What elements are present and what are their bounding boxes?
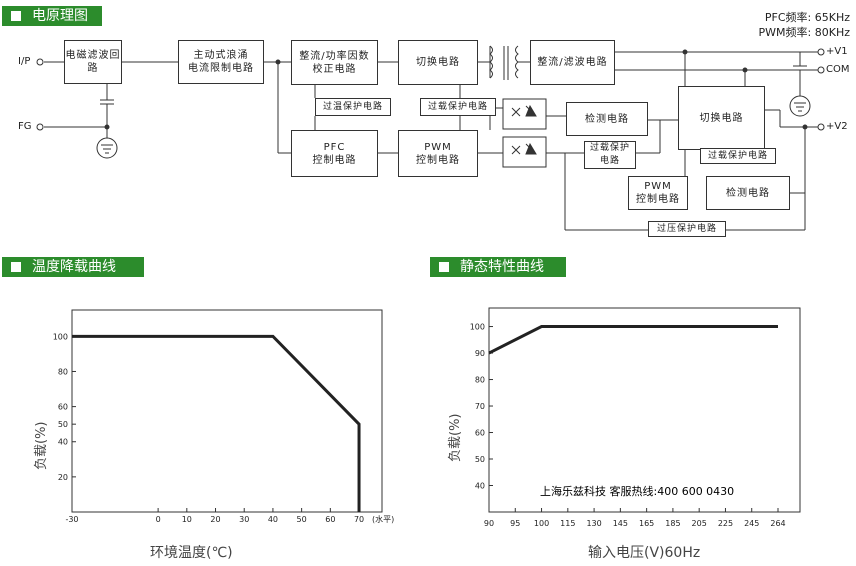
x-tick-label: 245 — [744, 519, 759, 528]
x-tick-label: 165 — [639, 519, 654, 528]
section-header-principle: 电原理图 — [2, 6, 102, 26]
y-tick-label: 100 — [470, 323, 485, 332]
section-header-static: 静态特性曲线 — [430, 257, 566, 277]
section-header-derating: 温度降载曲线 — [2, 257, 144, 277]
y-tick-label: 90 — [475, 349, 485, 358]
pwm-control-block-2: PWM 控制电路 — [628, 176, 688, 210]
plot-frame — [71, 309, 383, 513]
y-tick-label: 80 — [475, 376, 485, 385]
x-tick-label: 0 — [156, 515, 161, 524]
x-tick-label: 20 — [210, 515, 220, 524]
x-tick-label: 185 — [665, 519, 680, 528]
x-tick-label: 60 — [325, 515, 335, 524]
section-title: 静态特性曲线 — [460, 259, 544, 275]
x-tick-label: 70 — [354, 515, 364, 524]
rectifier-pfc-block: 整流/功率因数 校正电路 — [291, 40, 378, 85]
switching-block-2: 切换电路 — [678, 86, 765, 150]
x-tick-label: 30 — [239, 515, 249, 524]
terminal-v2: +V2 — [826, 121, 848, 132]
header-square-icon — [439, 262, 449, 272]
static-x-label: 输入电压(V)60Hz — [588, 545, 701, 561]
y-tick-label: 60 — [475, 429, 485, 438]
terminal-fg: FG — [18, 121, 32, 132]
derating-x-label: 环境温度(℃) — [150, 545, 233, 561]
header-square-icon — [11, 11, 21, 21]
x-tick-label: 100 — [534, 519, 549, 528]
section-title: 电原理图 — [32, 8, 88, 24]
pfc-control-block: PFC 控制电路 — [291, 130, 378, 177]
y-tick-label: 80 — [58, 367, 68, 376]
y-tick-label: 20 — [58, 473, 68, 482]
ovp-block: 过压保护电路 — [648, 221, 726, 237]
x-tick-label: 225 — [718, 519, 733, 528]
y-tick-label: 60 — [58, 403, 68, 412]
olp-block-3: 过载保护电路 — [700, 148, 776, 164]
derating-line — [72, 334, 361, 512]
load-line — [488, 325, 778, 355]
pwm-control-block-1: PWM 控制电路 — [398, 130, 478, 177]
terminal-com: COM — [826, 64, 850, 75]
y-tick-label: 40 — [475, 482, 485, 491]
section-title: 温度降载曲线 — [32, 259, 116, 275]
detect-block-1: 检测电路 — [566, 102, 648, 136]
hotline-note: 上海乐兹科技 客服热线:400 600 0430 — [540, 485, 735, 498]
olp-block-1: 过载保护电路 — [420, 98, 496, 116]
static-y-label: 负载(%) — [448, 413, 463, 463]
y-tick-label: 70 — [475, 402, 485, 411]
x-tick-label: 145 — [613, 519, 628, 528]
y-tick-label: 50 — [58, 420, 68, 429]
x-tick-label: 50 — [297, 515, 307, 524]
otp-block: 过温保护电路 — [315, 98, 391, 116]
inrush-limiter-block: 主动式浪涌 电流限制电路 — [178, 40, 264, 84]
olp-block-2: 过载保护 电路 — [584, 141, 636, 169]
pwm-frequency: PWM频率: 80KHz — [758, 26, 850, 39]
x-tick-label: 205 — [692, 519, 707, 528]
x-tick-label: 115 — [560, 519, 575, 528]
y-tick-label: 100 — [53, 332, 68, 341]
x-tick-label: 264 — [770, 519, 785, 528]
emi-filter-block: 电磁滤波回路 — [64, 40, 122, 84]
switching-block: 切换电路 — [398, 40, 478, 85]
x-tick-label: 95 — [510, 519, 520, 528]
x-tick-label: 90 — [484, 519, 494, 528]
terminal-v1: +V1 — [826, 46, 848, 57]
rectifier-filter-block: 整流/滤波电路 — [530, 40, 615, 85]
pfc-frequency: PFC频率: 65KHz — [764, 11, 850, 24]
y-tick-label: 50 — [475, 455, 485, 464]
detect-block-2: 检测电路 — [706, 176, 790, 210]
header-square-icon — [11, 262, 21, 272]
terminal-ip: I/P — [18, 56, 31, 67]
plot-frame — [488, 307, 801, 513]
y-tick-label: 40 — [58, 438, 68, 447]
x-tick-label: 40 — [268, 515, 278, 524]
x-tick-label: 130 — [586, 519, 601, 528]
x-tick-label: -30 — [65, 515, 78, 524]
derating-x-unit: (水平) — [372, 515, 395, 524]
x-tick-label: 10 — [182, 515, 192, 524]
